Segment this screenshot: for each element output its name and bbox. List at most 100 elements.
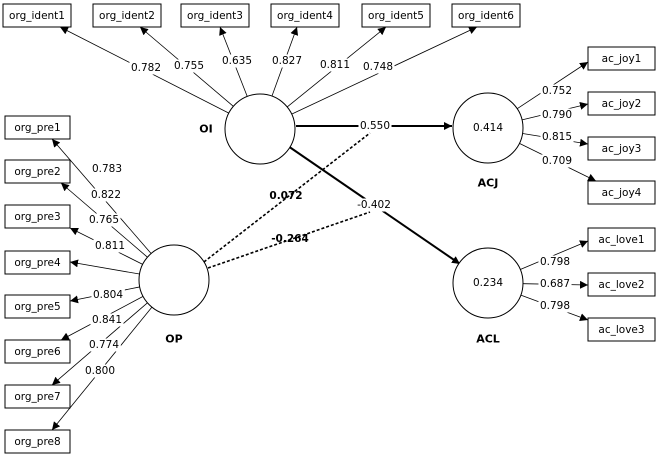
indicator-ac-joy3[interactable]: ac_joy3: [587, 136, 656, 161]
loading-value-org-pre1-group: 0.783: [90, 162, 124, 176]
indicator-org-pre7[interactable]: org_pre7: [4, 384, 71, 409]
loading-value-org-pre3-group: 0.765: [87, 213, 121, 227]
loading-value-org-pre7: 0.774: [89, 339, 119, 351]
loading-value-org-pre2-background: [89, 188, 123, 202]
indicator-box: [587, 136, 656, 161]
loading-value-org-ident3-background: [220, 54, 254, 68]
loading-value-org-ident5-group: 0.811: [318, 58, 352, 72]
loading-value-org-pre1: 0.783: [92, 163, 122, 175]
indicator-label: org_pre2: [14, 166, 60, 178]
indicator-org-pre5[interactable]: org_pre5: [4, 294, 71, 319]
path-coefficient-oi-acj: 0.550: [360, 120, 390, 132]
indicator-ac-love1[interactable]: ac_love1: [587, 227, 656, 252]
loading-value-ac-joy3-background: [540, 130, 574, 144]
loading-value-org-pre7-group: 0.774: [87, 338, 121, 352]
loading-value-org-pre3: 0.765: [89, 214, 119, 226]
indicator-box: [4, 294, 71, 319]
latent-op[interactable]: [138, 244, 210, 316]
indicator-label: ac_joy1: [602, 53, 642, 65]
indicator-org-pre1[interactable]: org_pre1: [4, 115, 71, 140]
latent-circle: [452, 247, 524, 319]
latent-circle: [138, 244, 210, 316]
loading-value-org-ident3: 0.635: [222, 55, 252, 67]
indicator-label: org_pre1: [14, 122, 60, 134]
loading-value-org-ident4-group: 0.827: [270, 54, 304, 68]
indicator-label: ac_joy4: [602, 187, 642, 199]
loading-value-ac-love1: 0.798: [540, 256, 570, 268]
indicator-box: [587, 91, 656, 116]
loading-value-org-ident6: 0.748: [363, 61, 393, 73]
loading-value-ac-love1-background: [538, 255, 572, 269]
loading-value-org-pre8-background: [83, 364, 117, 378]
path-arrow-op-to-acj: [199, 132, 371, 266]
indicators-layer: org_ident1 org_ident2 org_ident3 org_ident4…: [2, 3, 656, 454]
indicator-box: [4, 159, 71, 184]
latent-name: ACJ: [478, 177, 499, 190]
loading-value-ac-love1-group: 0.798: [538, 255, 572, 269]
loading-value-org-ident6-group: 0.748: [361, 60, 395, 74]
indicator-ac-joy2[interactable]: ac_joy2: [587, 91, 656, 116]
indicator-box: [2, 3, 72, 28]
loading-value-org-ident5-background: [318, 58, 352, 72]
loading-value-ac-joy1-group: 0.752: [540, 84, 574, 98]
indicator-org-pre8[interactable]: org_pre8: [4, 429, 71, 454]
latent-acl[interactable]: 0.234: [452, 247, 524, 319]
indicator-org-ident1[interactable]: org_ident1: [2, 3, 72, 28]
loading-value-org-pre4-group: 0.811: [93, 239, 127, 253]
latent-acj[interactable]: 0.414: [452, 92, 524, 164]
loading-value-org-pre1-background: [90, 162, 124, 176]
loading-value-ac-love3: 0.798: [540, 300, 570, 312]
loading-value-ac-joy4-group: 0.709: [540, 154, 574, 168]
loading-value-ac-love3-background: [538, 299, 572, 313]
loading-value-ac-joy2: 0.790: [542, 109, 572, 121]
indicator-box: [587, 180, 656, 205]
indicator-org-ident3[interactable]: org_ident3: [180, 3, 250, 28]
path-coefficient-oi-acl: -0.402: [357, 199, 391, 211]
indicator-label: org_pre3: [14, 211, 60, 223]
indicator-label: org_ident3: [187, 10, 243, 22]
indicator-ac-love2[interactable]: ac_love2: [587, 272, 656, 297]
indicator-org-ident6[interactable]: org_ident6: [451, 3, 521, 28]
loading-value-org-pre6-group: 0.841: [90, 313, 124, 327]
latent-circle: [452, 92, 524, 164]
loading-value-org-ident4: 0.827: [272, 55, 302, 67]
loading-value-org-pre7-background: [87, 338, 121, 352]
loading-value-org-ident4-background: [270, 54, 304, 68]
latent-name: OI: [199, 123, 212, 136]
indicator-box: [4, 204, 71, 229]
indicator-org-pre3[interactable]: org_pre3: [4, 204, 71, 229]
loading-value-org-pre3-background: [87, 213, 121, 227]
indicator-label: org_ident5: [368, 10, 424, 22]
path-arrow-op-to-acl: [207, 211, 371, 269]
indicator-ac-joy4[interactable]: ac_joy4: [587, 180, 656, 205]
indicator-org-pre4[interactable]: org_pre4: [4, 250, 71, 275]
indicator-label: ac_joy2: [602, 98, 642, 110]
path-coefficient-op-acj: 0.072: [269, 190, 302, 202]
path-coefficient-oi-acj-background: [358, 119, 392, 133]
loading-value-org-ident3-group: 0.635: [220, 54, 254, 68]
indicator-org-ident4[interactable]: org_ident4: [270, 3, 340, 28]
loading-value-ac-joy3-group: 0.815: [540, 130, 574, 144]
indicator-org-ident5[interactable]: org_ident5: [361, 3, 431, 28]
indicator-box: [180, 3, 250, 28]
loading-value-org-pre4-background: [93, 239, 127, 253]
path-coefficient-oi-acj-group: 0.550: [358, 119, 392, 133]
indicator-ac-love3[interactable]: ac_love3: [587, 317, 656, 342]
indicator-org-pre6[interactable]: org_pre6: [4, 339, 71, 364]
indicator-box: [4, 115, 71, 140]
loading-value-org-pre5: 0.804: [93, 289, 123, 301]
indicator-org-pre2[interactable]: org_pre2: [4, 159, 71, 184]
indicator-org-ident2[interactable]: org_ident2: [92, 3, 162, 28]
loading-value-org-pre6-background: [90, 313, 124, 327]
latent-oi[interactable]: [224, 93, 296, 165]
loading-value-org-ident1-group: 0.782: [129, 61, 163, 75]
latent-name: OP: [165, 333, 182, 346]
path-coefficient-op-acl: -0.264: [271, 233, 309, 245]
path-coefficient-op-acl-group: -0.264: [271, 233, 309, 245]
loading-value-org-pre4: 0.811: [95, 240, 125, 252]
indicator-ac-joy1[interactable]: ac_joy1: [587, 46, 656, 71]
loading-value-ac-joy2-background: [540, 108, 574, 122]
lines-layer: [51, 26, 597, 431]
loading-value-org-ident2: 0.755: [174, 60, 204, 72]
indicator-label: org_pre8: [14, 436, 60, 448]
